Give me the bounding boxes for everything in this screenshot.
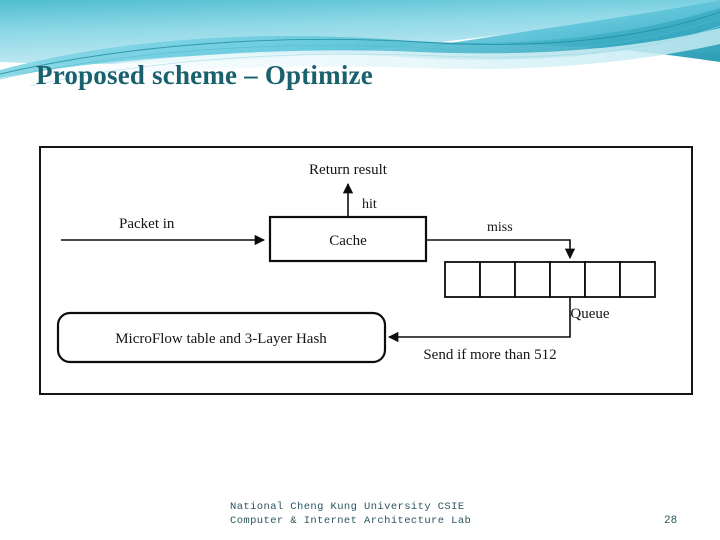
edge-miss: miss: [426, 220, 576, 260]
node-label-cache: Cache: [329, 233, 367, 249]
edge-label-send-threshold: Send if more than 512: [423, 347, 556, 363]
page-title: Proposed scheme – Optimize: [36, 60, 373, 90]
wave-right-band: [430, 0, 720, 62]
proposed-scheme-flow-diagram: Packet in Cache Return result hit miss Q…: [56, 162, 656, 364]
footer-lab-line: Computer & Internet Architecture Lab: [230, 515, 472, 527]
node-label-queue: Queue: [570, 306, 609, 322]
node-cache[interactable]: Cache: [268, 215, 428, 263]
wave-upper-fill: [0, 0, 720, 64]
edge-label-miss: miss: [487, 220, 513, 235]
edge-label-hit: hit: [362, 197, 377, 212]
page-number: 28: [664, 515, 678, 527]
edge-send-threshold: Send if more than 512: [387, 297, 571, 363]
node-queue[interactable]: Queue: [444, 261, 656, 322]
edge-label-return-result: Return result: [309, 162, 388, 178]
node-microflow-table[interactable]: MicroFlow table and 3-Layer Hash: [56, 311, 387, 364]
edge-packet-in: Packet in: [61, 216, 266, 246]
node-label-microflow-table: MicroFlow table and 3-Layer Hash: [115, 331, 327, 347]
edge-return-result: Return result hit: [309, 162, 388, 217]
edge-label-packet-in: Packet in: [119, 216, 175, 232]
slide-footer: National Cheng Kung University CSIE Comp…: [0, 498, 720, 540]
footer-organization-line: National Cheng Kung University CSIE: [230, 501, 465, 513]
